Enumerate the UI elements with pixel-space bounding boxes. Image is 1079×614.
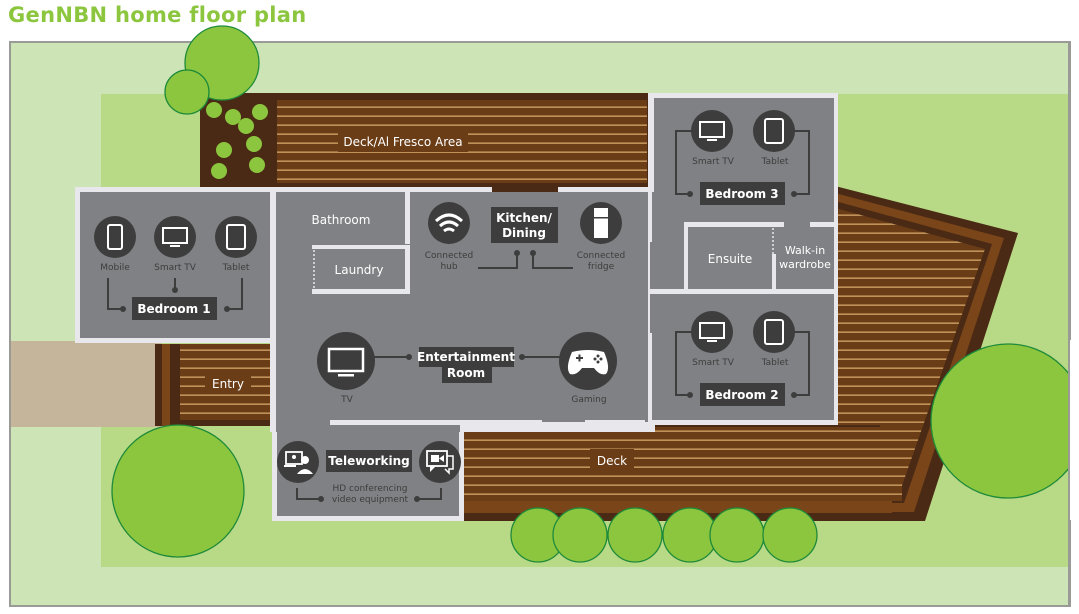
tree — [111, 424, 245, 558]
mobile-icon — [94, 216, 136, 258]
shrub — [762, 507, 818, 563]
trees — [111, 25, 1079, 563]
entertainment-label-2: Room — [447, 366, 485, 380]
tablet-icon — [215, 216, 257, 258]
deck-label: Deck — [597, 454, 627, 468]
tablet-icon — [753, 311, 795, 353]
device-label: TV — [340, 395, 353, 405]
wifi-hub-icon — [428, 202, 470, 244]
entry-path — [11, 341, 161, 427]
bedroom-2-label: Bedroom 2 — [705, 388, 778, 402]
device-label: Tablet — [222, 263, 250, 273]
device-label: Tablet — [761, 358, 789, 368]
kitchen-label-2: Dining — [502, 226, 546, 240]
entry-label: Entry — [212, 377, 244, 391]
teleworking-caption-1: HD conferencing — [332, 484, 407, 494]
shrub — [552, 507, 608, 563]
bedroom-1-label: Bedroom 1 — [137, 302, 210, 316]
tv-icon — [154, 216, 196, 258]
fridge-icon — [580, 202, 622, 244]
bedroom-3-badge — [700, 182, 785, 205]
device-label: Smart TV — [154, 263, 197, 273]
tv-icon — [691, 311, 733, 353]
teleworking-badge — [326, 450, 412, 472]
tv-icon — [691, 110, 733, 152]
shrub — [709, 507, 765, 563]
side-deck — [835, 208, 985, 497]
teleworking-caption-2: video equipment — [332, 495, 409, 505]
device-label: hub — [440, 262, 457, 272]
device-label: Gaming — [571, 395, 606, 405]
teleworking-label: Teleworking — [328, 454, 409, 468]
bathroom-label: Bathroom — [312, 213, 371, 227]
device-label: Tablet — [761, 157, 789, 167]
garden-bed-shrubs — [206, 102, 268, 179]
deck-alfresco-label: Deck/Al Fresco Area — [343, 135, 462, 149]
kitchen-label-1: Kitchen/ — [496, 211, 552, 225]
tree — [930, 343, 1079, 499]
device-label: Mobile — [100, 263, 130, 273]
walkin-label-1: Walk-in — [785, 244, 825, 257]
kitchen-badge — [491, 207, 558, 243]
tablet-icon — [753, 110, 795, 152]
interior-walls — [272, 185, 836, 425]
video-call-icon — [277, 441, 319, 483]
tree — [164, 69, 210, 115]
entertainment-badge — [419, 347, 514, 367]
ensuite-label: Ensuite — [708, 252, 752, 266]
device-label: Connected — [425, 251, 473, 261]
shrub — [607, 507, 663, 563]
bottom-deck — [462, 427, 902, 501]
bedroom-2-badge — [700, 383, 785, 406]
gamepad-icon — [559, 332, 617, 390]
page-title: GenNBN home floor plan — [8, 3, 307, 27]
laundry-label: Laundry — [335, 263, 384, 277]
shrub — [662, 507, 718, 563]
device-label: Smart TV — [692, 358, 735, 368]
device-label: Smart TV — [692, 157, 735, 167]
bedroom-3-label: Bedroom 3 — [705, 187, 778, 201]
device-label: Connected — [577, 251, 625, 261]
walkin-label-2: wardrobe — [779, 258, 831, 271]
device-label: fridge — [588, 262, 615, 272]
tv-icon — [317, 332, 375, 390]
bedroom-1-badge — [132, 297, 217, 320]
entertainment-label-1: Entertainment — [417, 350, 515, 364]
chat-video-icon — [419, 441, 461, 483]
